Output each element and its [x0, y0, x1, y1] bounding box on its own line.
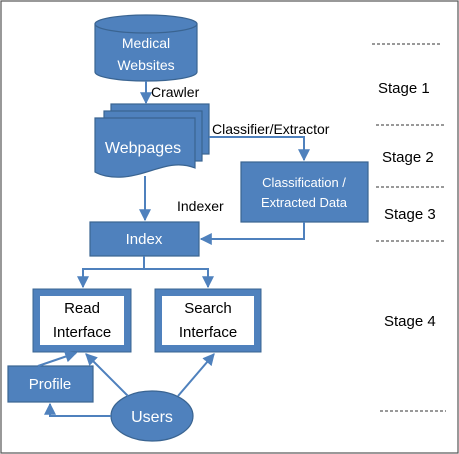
medical-websites-label-line1: Medical — [122, 35, 170, 51]
index-label: Index — [126, 231, 163, 248]
read-interface-label-line2: Interface — [53, 324, 111, 341]
medical-websites-label-line2: Websites — [117, 57, 174, 73]
users-to-search-arrow — [177, 353, 215, 397]
indexer-label: Indexer — [177, 198, 224, 214]
classification-label-line2: Extracted Data — [261, 195, 348, 210]
profile-label: Profile — [29, 376, 72, 393]
profile-to-read-arrow — [37, 350, 78, 367]
classification-node: Classification / Extracted Data — [240, 161, 369, 223]
index-to-read-arrow — [77, 256, 145, 289]
stage-1-label: Stage 1 — [378, 80, 430, 97]
index-to-search-arrow — [144, 268, 214, 289]
stage-2-label: Stage 2 — [382, 149, 434, 166]
stage-4-label: Stage 4 — [384, 313, 436, 330]
classifier-arrow — [209, 136, 310, 162]
read-interface-label-line1: Read — [64, 300, 100, 317]
read-interface-node: Read Interface — [32, 288, 132, 353]
search-interface-label-line2: Interface — [179, 324, 237, 341]
users-to-read-arrow — [85, 353, 129, 397]
webpages-node: Webpages — [94, 103, 210, 178]
webpages-label: Webpages — [105, 140, 181, 157]
users-node: Users — [110, 390, 194, 442]
profile-node: Profile — [7, 365, 94, 403]
index-node: Index — [89, 221, 200, 257]
extracted-to-index-arrow — [199, 222, 305, 245]
crawler-label: Crawler — [151, 84, 200, 100]
stage-3-label: Stage 3 — [384, 206, 436, 223]
search-interface-node: Search Interface — [154, 288, 262, 353]
users-to-profile-arrow — [44, 402, 111, 417]
medical-websites-node: Medical Websites — [94, 14, 198, 82]
classification-label-line1: Classification / — [262, 175, 346, 190]
users-label: Users — [131, 409, 173, 426]
classifier-extractor-label: Classifier/Extractor — [212, 121, 330, 137]
search-interface-label-line1: Search — [184, 300, 232, 317]
